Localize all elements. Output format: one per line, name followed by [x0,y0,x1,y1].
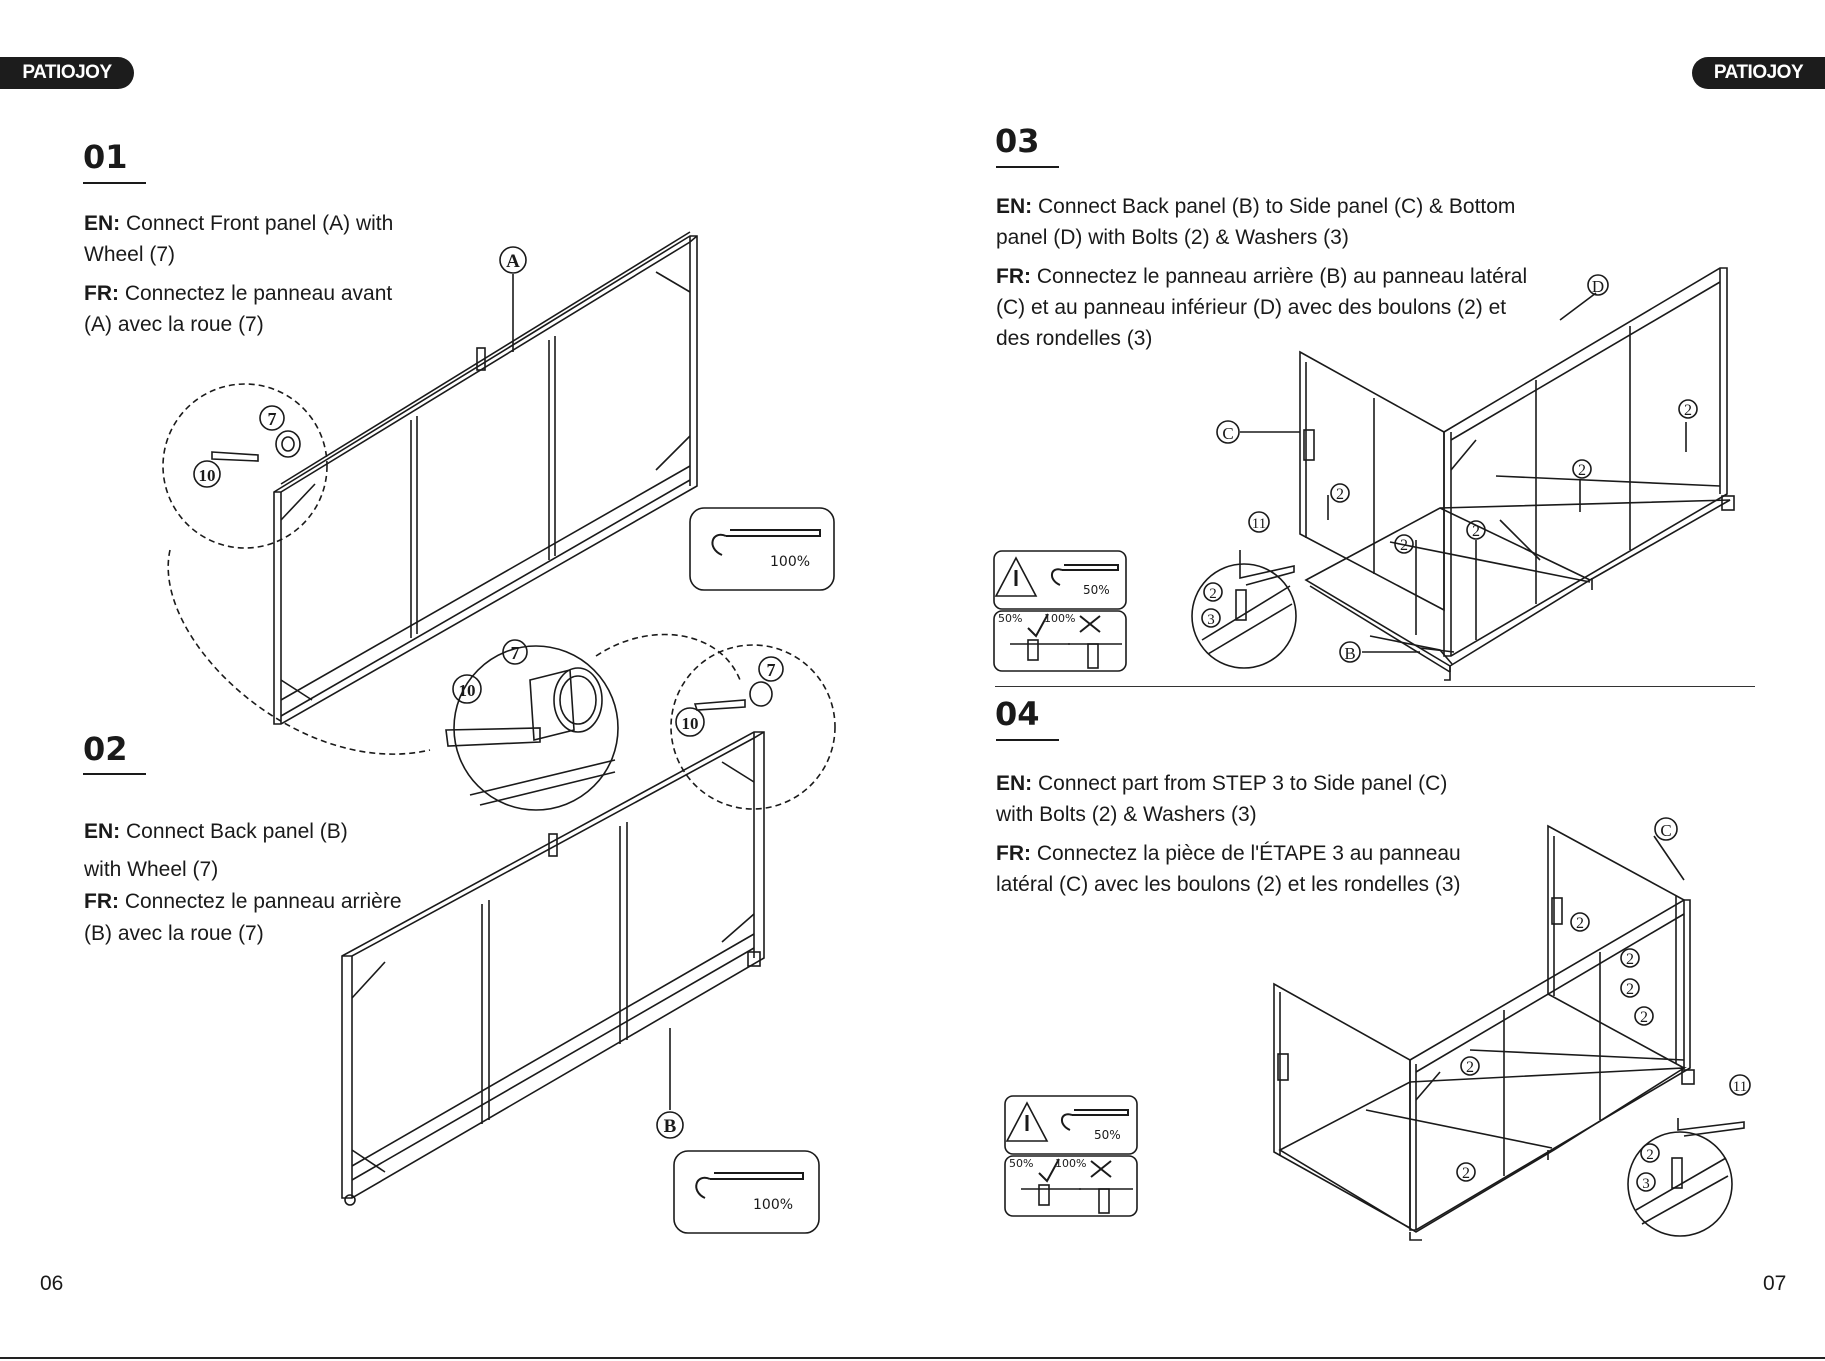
callout-b-step2: B [664,1116,677,1137]
callout-11-step4: 11 [1733,1079,1747,1095]
en-label: EN: [996,195,1033,218]
fr-label: FR: [996,842,1031,865]
step-04-underline [996,739,1059,741]
step-04-number: 04 [995,695,1040,733]
step-03-instructions: EN: Connect Back panel (B) to Side panel… [996,191,1596,354]
callout-b-step3: B [1344,644,1355,663]
front-panel-a-drawing [273,231,698,725]
en-text-2: with Wheel (7) [84,858,219,881]
torque-value-step1: 100% [770,554,810,570]
callout-7-step1: 7 [268,409,277,429]
step-02-instructions: EN: Connect Back panel (B) with Wheel (7… [84,816,444,950]
callout-2-step3-detail: 2 [1209,586,1217,602]
callout-10-step2: 10 [682,714,699,733]
bolt-detail-circle-step3 [1191,563,1297,669]
step-01-instructions: EN: Connect Front panel (A) with Wheel (… [84,208,464,340]
callout-3-step3-detail: 3 [1207,612,1215,628]
step4-assembly-drawing [1273,824,1745,1241]
en-text-2: with Bolts (2) & Washers (3) [996,803,1257,826]
fr-text-3: des rondelles (3) [996,327,1153,350]
en-text-2: Wheel (7) [84,243,176,266]
fr-text: Connectez le panneau arrière [119,890,402,913]
callout-11-step3: 11 [1252,516,1266,532]
fr-text-2: (B) avec la roue (7) [84,922,264,945]
warning-badge-step4 [1004,1095,1138,1217]
fr-text: Connectez le panneau avant [119,282,393,305]
callout-a: A [506,251,520,272]
bottom-rule [0,1357,1825,1359]
warning-ok-step4: 50% [1009,1157,1033,1170]
callout-10-step1: 10 [199,466,216,485]
callout-10-closeup: 10 [459,681,476,700]
step-02-number: 02 [83,730,128,768]
callout-2-step4-detail: 2 [1646,1147,1654,1163]
brand-logo-right: PATIOJOY [1692,57,1825,89]
fr-text-2: latéral (C) avec les boulons (2) et les … [996,873,1461,896]
wheel-icon [275,430,301,458]
wheel-closeup-icon [445,667,616,806]
en-label: EN: [84,820,121,843]
en-text: Connect Front panel (A) with [120,212,394,235]
callout-2-step4-e: 2 [1466,1059,1474,1076]
fr-label: FR: [84,890,119,913]
callout-2-step4-d: 2 [1640,1009,1648,1026]
step-03-number: 03 [995,122,1040,160]
callout-7-closeup: 7 [511,643,520,663]
warning-torque-step3: 50% [1083,583,1110,597]
step-04-instructions: EN: Connect part from STEP 3 to Side pan… [996,768,1556,900]
callout-2-step3-c: 2 [1472,523,1480,540]
en-text: Connect Back panel (B) [120,820,348,843]
callout-2-step4-c: 2 [1626,981,1634,998]
callout-2-step4-a: 2 [1576,915,1584,932]
en-text-2: panel (D) with Bolts (2) & Washers (3) [996,226,1349,249]
fr-label: FR: [84,282,119,305]
detail-circle-wheel-1 [162,383,328,549]
warning-bad-step4: 100% [1055,1157,1086,1170]
torque-badge-step2 [673,1150,820,1234]
step3-assembly-drawing [1239,267,1735,681]
brand-logo-left: PATIOJOY [0,57,134,89]
bolt-detail-circle-step4 [1627,1131,1733,1237]
fr-text: Connectez le panneau arrière (B) au pann… [1031,265,1528,288]
back-panel-b-drawing [341,731,765,1206]
section-divider [995,686,1755,687]
fr-text-2: (C) et au panneau inférieur (D) avec des… [996,296,1507,319]
fr-label: FR: [996,265,1031,288]
wrench-icon [211,451,259,462]
page-number-left: 06 [40,1272,64,1295]
page-number-right: 07 [1763,1272,1787,1295]
callout-2-step4-b: 2 [1626,951,1634,968]
warning-ok-step3: 50% [998,612,1022,625]
fr-text: Connectez la pièce de l'ÉTAPE 3 au panne… [1031,842,1461,865]
fr-text-2: (A) avec la roue (7) [84,313,264,336]
step-01-underline [83,182,146,184]
warning-badge-step3 [993,550,1127,672]
en-label: EN: [84,212,121,235]
callout-2-step3-a: 2 [1336,486,1344,503]
callout-2-step3-d: 2 [1578,462,1586,479]
torque-badge-step1 [689,507,835,591]
callout-a-circle [499,246,527,274]
callout-2-step3-e: 2 [1684,402,1692,419]
wheel-closeup-circle [453,645,619,811]
callout-3-step4-detail: 3 [1642,1176,1650,1192]
en-text: Connect part from STEP 3 to Side panel (… [1032,772,1448,795]
step-01-number: 01 [83,138,128,176]
callout-d-step3: D [1592,277,1604,296]
detail-circle-wheel-2 [670,644,836,810]
callout-2-step4-f: 2 [1462,1165,1470,1182]
callout-2-step3-b: 2 [1400,537,1408,554]
step-03-underline [996,166,1059,168]
callout-c-step3: C [1222,424,1233,443]
torque-value-step2: 100% [753,1197,793,1213]
en-label: EN: [996,772,1033,795]
warning-bad-step3: 100% [1044,612,1075,625]
warning-torque-step4: 50% [1094,1128,1121,1142]
callout-7-step2: 7 [767,660,776,680]
step-02-underline [83,773,146,775]
en-text: Connect Back panel (B) to Side panel (C)… [1032,195,1516,218]
callout-c-step4: C [1660,821,1671,840]
